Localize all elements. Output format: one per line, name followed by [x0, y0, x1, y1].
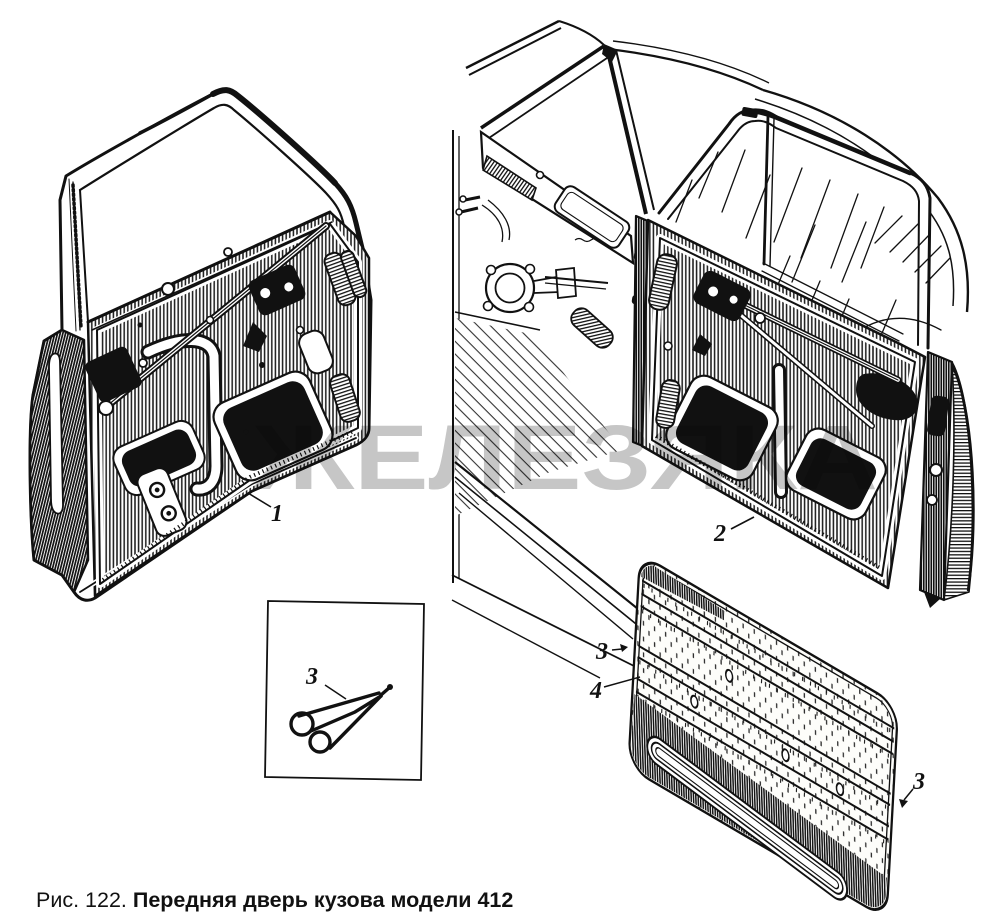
- svg-text:1: 1: [271, 501, 283, 527]
- svg-text:3: 3: [912, 769, 925, 795]
- svg-text:2: 2: [713, 521, 726, 547]
- svg-text:4: 4: [589, 678, 602, 704]
- svg-text:3: 3: [305, 664, 318, 690]
- svg-text:3: 3: [595, 639, 608, 665]
- svg-text:ЖЕЛЕЗЯКА: ЖЕЛЕЗЯКА: [252, 407, 878, 509]
- svg-text:Рис. 122. Передняя дверь кузов: Рис. 122. Передняя дверь кузова модели 4…: [36, 888, 513, 912]
